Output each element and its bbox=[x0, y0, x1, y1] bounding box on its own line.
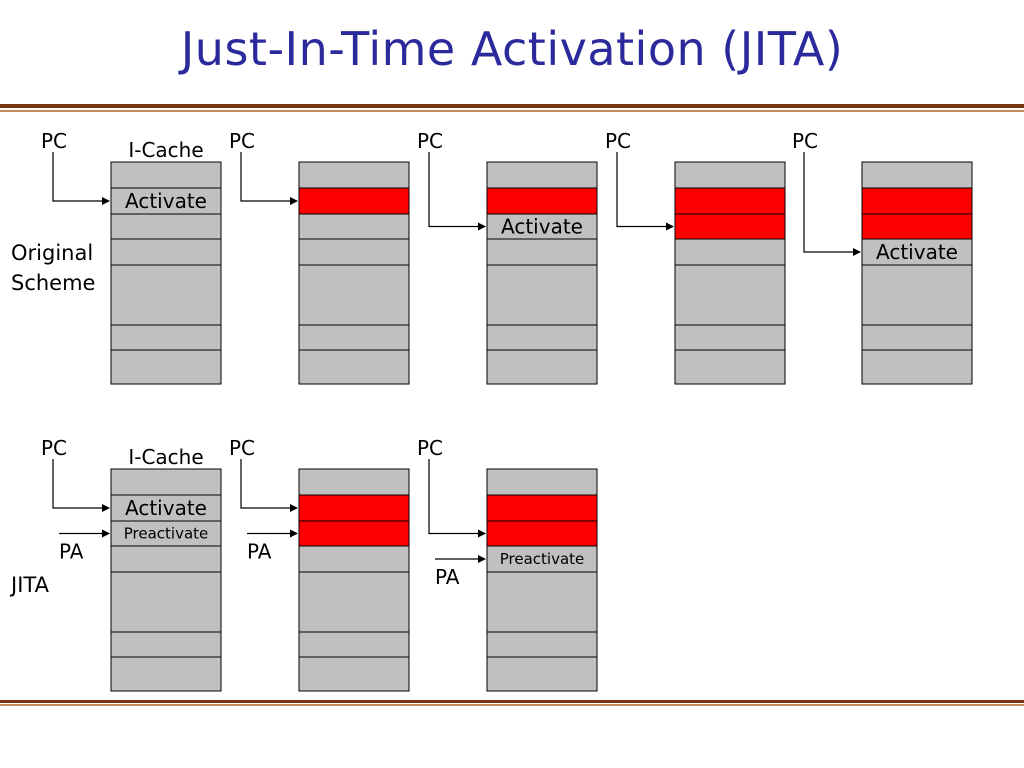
icache-block bbox=[110, 161, 222, 385]
pc-label: PC bbox=[605, 129, 631, 153]
pa-label: PA bbox=[435, 565, 460, 589]
icache-block bbox=[110, 468, 222, 692]
cache-stage: Activate PC bbox=[792, 129, 973, 385]
pc-label: PC bbox=[417, 129, 443, 153]
cache-stage: Preactivate PC PA bbox=[417, 436, 598, 692]
pc-arrow bbox=[803, 152, 861, 256]
pc-label: PC bbox=[229, 129, 255, 153]
pc-label: PC bbox=[792, 129, 818, 153]
icache-label: I-Cache bbox=[128, 138, 203, 162]
activated-line bbox=[298, 494, 410, 522]
activated-line bbox=[861, 187, 973, 215]
activate-label: Activate bbox=[125, 496, 207, 520]
pc-label: PC bbox=[417, 436, 443, 460]
activate-label: Activate bbox=[501, 215, 583, 239]
activated-line bbox=[298, 187, 410, 215]
activated-line bbox=[861, 213, 973, 240]
activated-line bbox=[486, 187, 598, 215]
cache-stage: PC bbox=[229, 129, 410, 385]
bottom-rule-accent bbox=[0, 704, 1024, 706]
activated-line bbox=[486, 520, 598, 547]
activate-label: Activate bbox=[876, 240, 958, 264]
pc-label: PC bbox=[41, 129, 67, 153]
row-label: Scheme bbox=[11, 271, 95, 295]
preactivate-label: Preactivate bbox=[124, 525, 209, 543]
preactivate-label: Preactivate bbox=[500, 550, 585, 568]
bottom-rule bbox=[0, 700, 1024, 703]
top-rule-accent bbox=[0, 110, 1024, 112]
pc-arrow bbox=[428, 152, 486, 231]
top-rule bbox=[0, 104, 1024, 108]
pa-label: PA bbox=[59, 540, 84, 564]
pc-arrow bbox=[240, 459, 298, 512]
activated-line bbox=[674, 213, 786, 240]
icache-label: I-Cache bbox=[128, 445, 203, 469]
row-label: JITA bbox=[9, 573, 50, 597]
pc-label: PC bbox=[41, 436, 67, 460]
slide-title: Just-In-Time Activation (JITA) bbox=[180, 22, 844, 76]
pc-arrow bbox=[240, 152, 298, 205]
activate-label: Activate bbox=[125, 189, 207, 213]
cache-stage: Activate PC I-Cache bbox=[41, 129, 222, 385]
cache-stage: PC bbox=[605, 129, 786, 385]
pc-arrow bbox=[52, 152, 110, 205]
pc-arrow bbox=[428, 459, 486, 538]
pc-label: PC bbox=[229, 436, 255, 460]
cache-stage: Activate PC bbox=[417, 129, 598, 385]
pc-arrow bbox=[52, 459, 110, 512]
pa-label: PA bbox=[247, 540, 272, 564]
activated-line bbox=[486, 494, 598, 522]
pc-arrow bbox=[616, 152, 674, 231]
cache-stage: PC PA bbox=[229, 436, 410, 692]
activated-line bbox=[298, 520, 410, 547]
row-label: Original bbox=[11, 241, 93, 265]
activated-line bbox=[674, 187, 786, 215]
